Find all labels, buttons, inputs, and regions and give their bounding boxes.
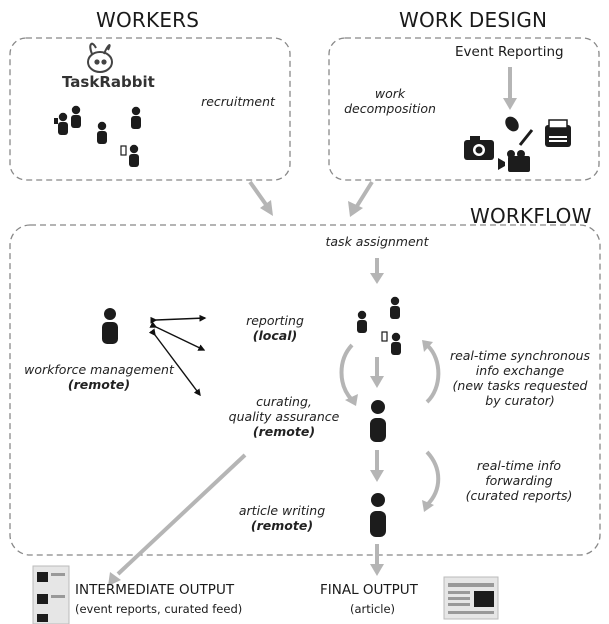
article-writing-label: article writing (remote) [230,503,334,533]
taskrabbit-logo-text: TaskRabbit [62,73,155,91]
newspaper-icon [443,576,499,620]
workforce-management-label: workforce management (remote) [14,362,184,392]
video-camera-icon [498,150,530,172]
workforce-management-text: workforce management [24,362,174,377]
curating-label: curating, quality assurance (remote) [222,394,346,439]
recruitment-label: recruitment [201,94,275,109]
workers-to-workflow-arrow [248,180,269,208]
forwarding-curve [425,450,441,507]
sync-line2: info exchange [475,363,565,378]
task-assignment-label: task assignment [325,234,429,249]
article-writing-text: article writing [238,503,326,518]
workers-box [9,37,291,181]
forwarding-line2: forwarding [485,473,553,488]
event-reporting-label: Event Reporting [455,44,564,60]
intermediate-document-icon [32,565,70,624]
work-design-title: WORK DESIGN [399,8,548,32]
reporting-text: reporting [246,313,304,328]
curating-line1: curating, [256,394,312,409]
intermediate-output-title: INTERMEDIATE OUTPUT [75,582,235,598]
article-writing-mode: (remote) [250,518,314,533]
sync-line3: (new tasks requested [452,378,588,393]
workflow-box [9,224,601,556]
microphone-icon [505,116,534,146]
work-decomposition-line2: decomposition [344,101,436,116]
curating-mode: (remote) [252,424,316,439]
workers-title: WORKERS [96,8,200,32]
workforce-management-mode: (remote) [67,377,131,392]
final-output-subtitle: (article) [350,602,396,616]
forwarding-line3: (curated reports) [465,488,573,503]
curating-to-intermediate-arrow [116,453,247,576]
reporting-mode: (local) [252,328,298,343]
rabbit-logo-icon [87,42,113,73]
forwarding-line1: real-time info [476,458,562,473]
writer-figure [370,493,386,537]
final-output-title: FINAL OUTPUT [320,582,418,598]
sync-exchange-label: real-time synchronous info exchange (new… [446,348,594,408]
manager-figure [102,308,118,344]
curating-line2: quality assurance [228,409,340,424]
typewriter-icon [545,119,571,147]
intermediate-output-subtitle: (event reports, curated feed) [75,602,243,616]
work-design-box [328,37,600,181]
management-arrows [148,314,207,397]
worker-figures [54,105,141,167]
forwarding-label: real-time info forwarding (curated repor… [458,458,580,503]
reporting-label: reporting (local) [230,313,320,343]
reporter-figures [357,296,401,355]
workflow-title: WORKFLOW [470,204,592,228]
work-decomposition-line1: work [374,86,406,101]
curator-figure [370,400,386,442]
sync-line4: by curator) [485,393,555,408]
sync-line1: real-time synchronous [449,348,591,363]
work-decomposition-label: work decomposition [336,86,444,116]
sync-curve-left [339,343,354,402]
design-to-workflow-arrow [355,180,374,208]
camera-icon [464,136,494,160]
sync-curve-right [425,344,441,404]
